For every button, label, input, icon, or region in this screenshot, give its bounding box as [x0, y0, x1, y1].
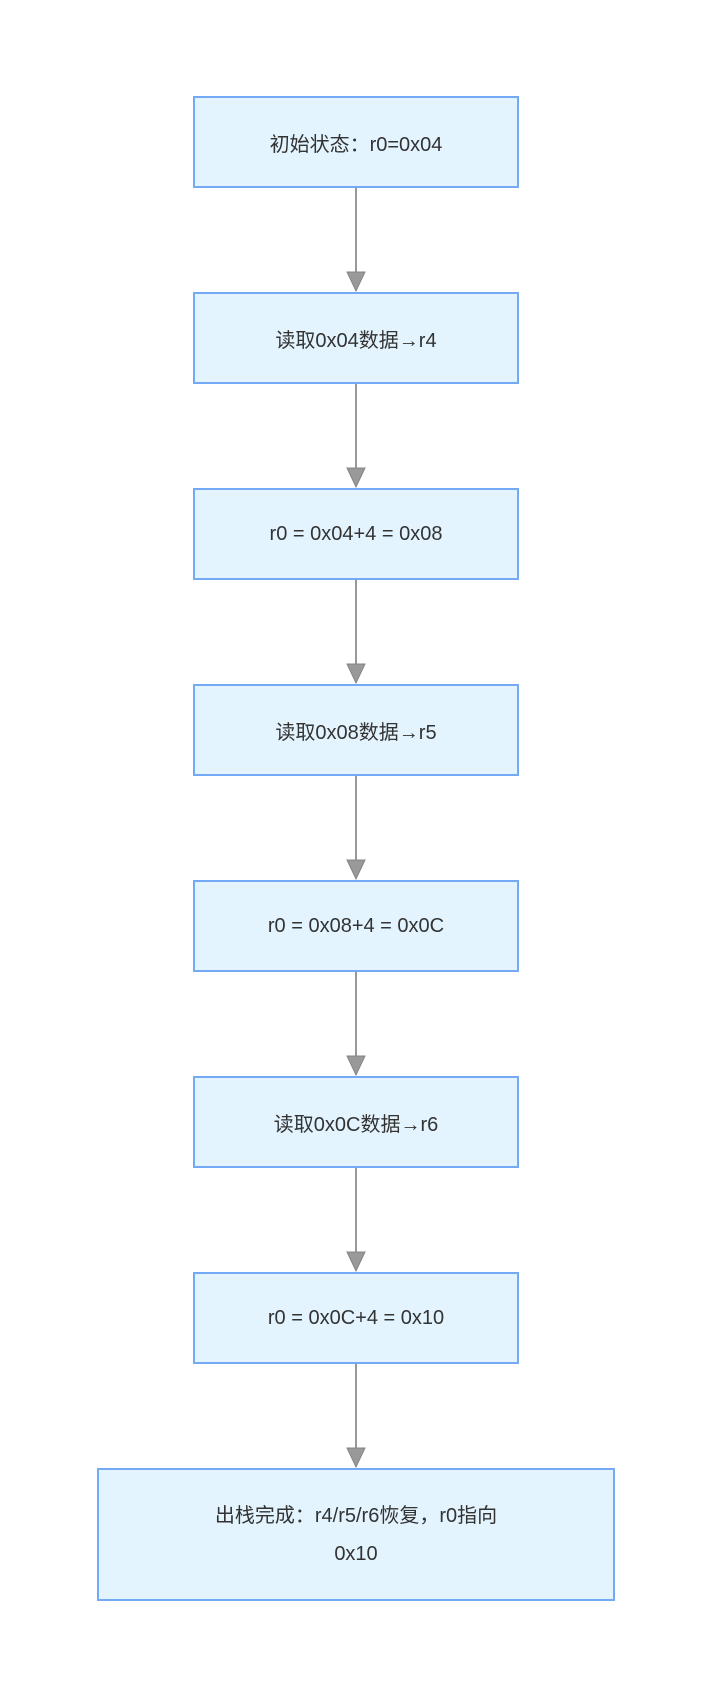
flow-node-read-0x04: 读取0x04数据→r4 [193, 292, 519, 384]
arrow-down-icon [346, 776, 366, 880]
arrow-down-icon [346, 972, 366, 1076]
flow-node-pop-complete: 出栈完成：r4/r5/r6恢复，r0指向 0x10 [97, 1468, 615, 1601]
flow-node-label: 初始状态：r0=0x04 [269, 133, 443, 156]
arrow-down-icon [346, 1364, 366, 1468]
arrow-down-icon [346, 580, 366, 684]
flow-node-label: 读取0x08数据→r5 [275, 721, 437, 744]
flow-node-read-0x08: 读取0x08数据→r5 [193, 684, 519, 776]
flow-node-r0-to-0x0c: r0 = 0x08+4 = 0x0C [193, 880, 519, 972]
flowchart: 初始状态：r0=0x04 读取0x04数据→r4 r0 = 0x04+4 = 0… [97, 96, 615, 1601]
flow-node-label: 读取0x0C数据→r6 [273, 1113, 439, 1136]
flow-node-label: 读取0x04数据→r4 [275, 329, 437, 352]
flow-node-label: 出栈完成：r4/r5/r6恢复，r0指向 0x10 [214, 1504, 498, 1565]
flow-node-label: r0 = 0x0C+4 = 0x10 [267, 1306, 445, 1329]
arrow-down-icon [346, 1168, 366, 1272]
flow-node-label: r0 = 0x08+4 = 0x0C [267, 914, 445, 937]
flow-node-label: r0 = 0x04+4 = 0x08 [269, 522, 443, 545]
arrow-down-icon [346, 188, 366, 292]
flow-node-initial-state: 初始状态：r0=0x04 [193, 96, 519, 188]
flow-node-r0-to-0x08: r0 = 0x04+4 = 0x08 [193, 488, 519, 580]
flow-node-read-0x0c: 读取0x0C数据→r6 [193, 1076, 519, 1168]
arrow-down-icon [346, 384, 366, 488]
flow-node-r0-to-0x10: r0 = 0x0C+4 = 0x10 [193, 1272, 519, 1364]
